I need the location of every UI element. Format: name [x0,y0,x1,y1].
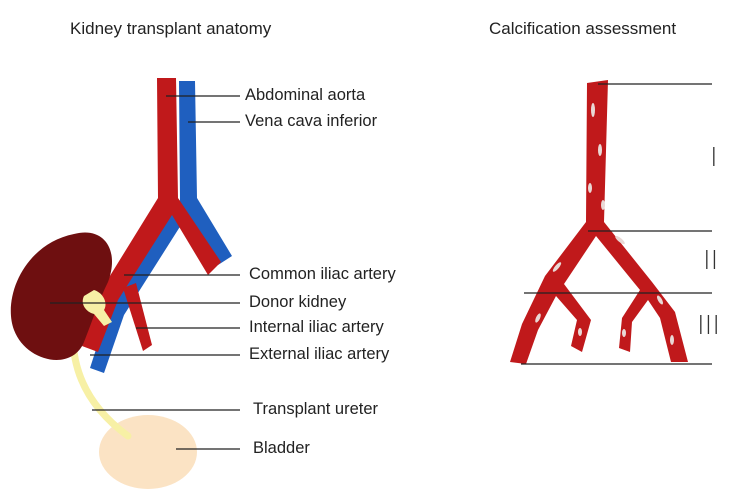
label-bladder: Bladder [253,439,310,458]
segment-label-1: I [710,143,718,173]
label-donor-kidney: Donor kidney [249,293,346,312]
label-vena-cava-inferior: Vena cava inferior [245,112,377,131]
segment-label-3: III [697,311,720,341]
label-internal-iliac-artery: Internal iliac artery [249,318,384,337]
segment-dividers [521,84,712,364]
label-transplant-ureter: Transplant ureter [253,400,378,419]
label-abdominal-aorta: Abdominal aorta [245,86,365,105]
label-common-iliac-artery: Common iliac artery [249,265,396,284]
internal-iliac-shape [123,283,152,351]
segment-label-2: II [703,246,718,276]
label-external-iliac-artery: External iliac artery [249,345,389,364]
assessment-title: Calcification assessment [489,19,676,39]
anatomy-title: Kidney transplant anatomy [70,19,271,39]
